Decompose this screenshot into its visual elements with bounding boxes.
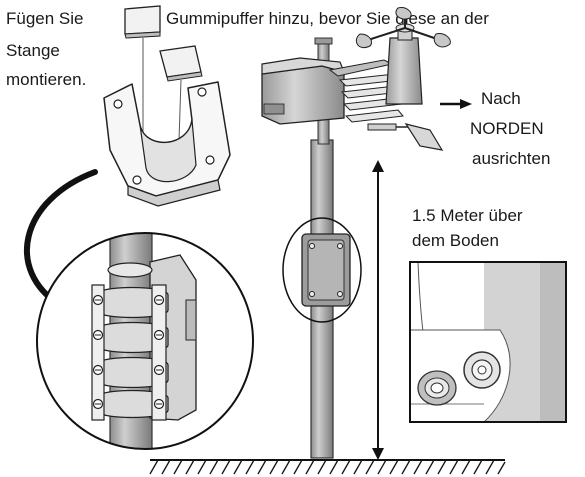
height-text-line2: dem Boden [412, 231, 499, 250]
instruction-text-line3: montieren. [6, 70, 86, 89]
direction-text-line1: Nach [481, 89, 521, 108]
wind-vane [367, 123, 444, 151]
height-dimension-arrow [372, 160, 384, 460]
anemometer [355, 7, 451, 105]
pole-clamp [301, 233, 351, 307]
curved-arrow [23, 169, 98, 308]
direction-text-line3: ausrichten [472, 149, 550, 168]
rubber-pad-detail-view [409, 261, 567, 423]
instruction-text-line2: Stange [6, 41, 60, 60]
north-direction-arrow [440, 99, 472, 109]
rubber-pad-right [159, 45, 203, 171]
magnified-clamp-view [37, 233, 253, 449]
pole-clamp-highlight [282, 217, 362, 323]
instruction-text-part1: Fügen Sie [6, 9, 84, 28]
mounting-bracket [103, 81, 231, 207]
sensor-housing [261, 57, 404, 125]
instruction-text-part2: Gummipuffer hinzu, bevor Sie diese an de… [166, 9, 489, 28]
direction-text-line2: NORDEN [470, 119, 544, 138]
height-text-line1: 1.5 Meter über [412, 206, 523, 225]
ground [149, 459, 506, 475]
magnifier-ring [36, 232, 254, 450]
